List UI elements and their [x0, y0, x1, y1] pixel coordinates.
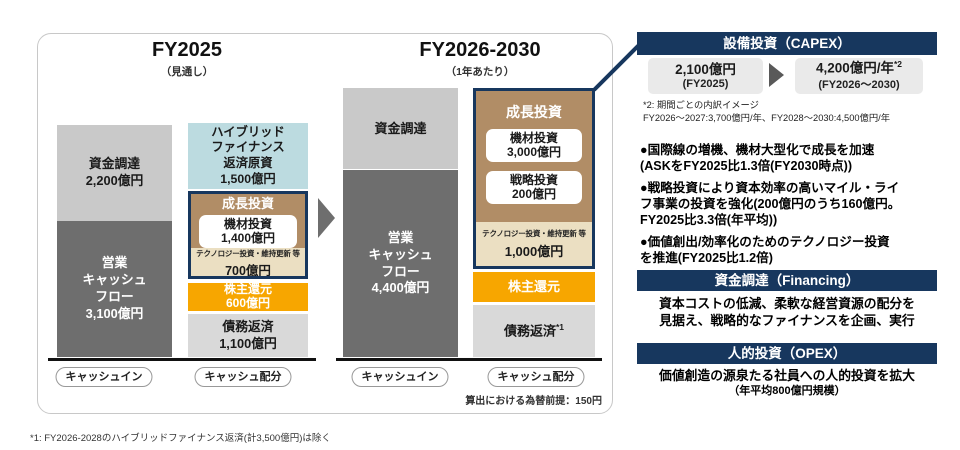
- fy2025-debt-repayment-segment: 債務返済 1,100億円: [188, 314, 308, 357]
- fy2026-growth-title: 成長投資: [506, 104, 562, 120]
- financing-body: 資本コストの低減、柔軟な経営資源の配分を 見据え、戦略的なファイナンスを企画、実…: [659, 296, 915, 328]
- fy2025-operating-cf-segment: 営業 キャッシュ フロー 3,100億円: [57, 221, 172, 357]
- capex-fy2026-box: 4,200億円/年*2 (FY2026～2030): [795, 58, 923, 94]
- capex-bullet-technology: ●価値創出/効率化のためのテクノロジー投資 を推進(FY2025比1.2倍): [640, 234, 890, 265]
- fy2026-growth-brown-area: 成長投資 機材投資 3,000億円 戦略投資 200億円: [476, 91, 592, 222]
- fy2026-aircraft-investment: 機材投資 3,000億円: [486, 129, 582, 162]
- opex-body-line2: （年平均800億円規模）: [728, 385, 846, 397]
- fy2026-debt-label: 債務返済: [503, 323, 556, 339]
- opex-body-line1: 価値創造の源泉たる社員への人的投資を拡大: [659, 368, 915, 383]
- fy2025-growth-brown-area: 成長投資 機材投資 1,400億円: [191, 194, 305, 248]
- capex-fy2026-period: (FY2026～2030): [818, 79, 900, 91]
- fy2026-strategic-investment: 戦略投資 200億円: [486, 170, 582, 204]
- fy2025-baseline: [48, 358, 316, 361]
- capex-bullet-list: ●国際線の増機、機材大型化で成長を加速 (ASKをFY2025比1.3倍(FY2…: [640, 143, 940, 273]
- fy2025-growth-title: 成長投資: [221, 196, 274, 211]
- fy2025-growth-investment-box: 成長投資 機材投資 1,400億円 テクノロジー投資・維持更新 等 700億円: [188, 191, 308, 279]
- capex-fy2025-period: (FY2025): [682, 77, 729, 90]
- fy2026-technology-label: テクノロジー投資・維持更新 等: [482, 229, 586, 238]
- fy2026-technology-value: 1,000億円: [504, 244, 564, 259]
- fy2026-operating-cf-segment: 営業 キャッシュ フロー 4,400億円: [343, 170, 458, 357]
- opex-header: 人的投資（OPEX）: [637, 343, 937, 364]
- fy2025-shareholder-return-segment: 株主還元 600億円: [188, 282, 308, 311]
- capex-breakdown-note: *2: 期間ごとの内訳イメージ FY2026～2027:3,700億円/年、FY…: [643, 100, 891, 124]
- fy2026-debt-footnote-marker: *1: [555, 322, 565, 333]
- capex-fy2026-footnote-marker: *2: [894, 58, 903, 69]
- fy2025-cash-allocation-label: キャッシュ配分: [194, 367, 292, 388]
- fy2026-technology-area: テクノロジー投資・維持更新 等 1,000億円: [476, 222, 592, 266]
- arrow-right-icon: [318, 198, 335, 238]
- fy2026-title-block: FY2026-2030 （1年あたり）: [380, 39, 580, 79]
- capex-bullet-strategic: ●戦略投資により資本効率の高いマイル・ライ フ事業の投資を強化(200億円のうち…: [640, 180, 901, 227]
- fy2026-subtitle: （1年あたり）: [445, 66, 515, 78]
- fy2025-technology-label: テクノロジー投資・維持更新 等: [196, 248, 300, 258]
- fy2026-cash-allocation-label: キャッシュ配分: [487, 367, 585, 388]
- capex-bullet-international: ●国際線の増機、機材大型化で成長を加速 (ASKをFY2025比1.3倍(FY2…: [640, 143, 875, 173]
- fx-assumption-note: 算出における為替前提：150円: [465, 396, 602, 407]
- fy2025-technology-value: 700億円: [225, 263, 271, 278]
- fy2026-cash-in-label: キャッシュイン: [351, 367, 449, 388]
- fy2026-funding-segment: 資金調達: [343, 88, 458, 169]
- fy2025-cash-in-label: キャッシュイン: [55, 367, 153, 388]
- capex-fy2025-value: 2,100億円: [675, 62, 736, 78]
- fy2025-technology-area: テクノロジー投資・維持更新 等 700億円: [191, 247, 305, 278]
- capex-fy2025-box: 2,100億円 (FY2025): [648, 58, 763, 94]
- hybrid-finance-footnote: *1: FY2026-2028のハイブリッドファイナンス返済(計3,500億円)…: [30, 433, 331, 444]
- fy2026-debt-repayment-segment: 債務返済*1: [473, 305, 595, 357]
- fy2026-title: FY2026-2030: [419, 39, 541, 61]
- financing-header: 資金調達（Financing）: [637, 270, 937, 291]
- capex-header: 設備投資（CAPEX）: [637, 32, 937, 55]
- fy2025-title-block: FY2025 （見通し）: [87, 39, 287, 79]
- fy2025-funding-segment: 資金調達 2,200億円: [57, 125, 172, 221]
- fy2025-hybrid-finance-segment: ハイブリッド ファイナンス 返済原資 1,500億円: [188, 123, 308, 189]
- fy2025-aircraft-investment: 機材投資 1,400億円: [199, 215, 297, 248]
- fy2025-subtitle: （見通し）: [160, 66, 214, 78]
- fy2026-shareholder-return-segment: 株主還元: [473, 272, 595, 302]
- capex-fy2026-value: 4,200億円/年*2: [815, 58, 903, 76]
- fy2026-baseline: [336, 358, 602, 361]
- fy2025-title: FY2025: [151, 39, 223, 61]
- fy2026-growth-investment-box: 成長投資 機材投資 3,000億円 戦略投資 200億円 テクノロジー投資・維持…: [473, 88, 595, 269]
- capex-arrow-right-icon: [769, 63, 784, 87]
